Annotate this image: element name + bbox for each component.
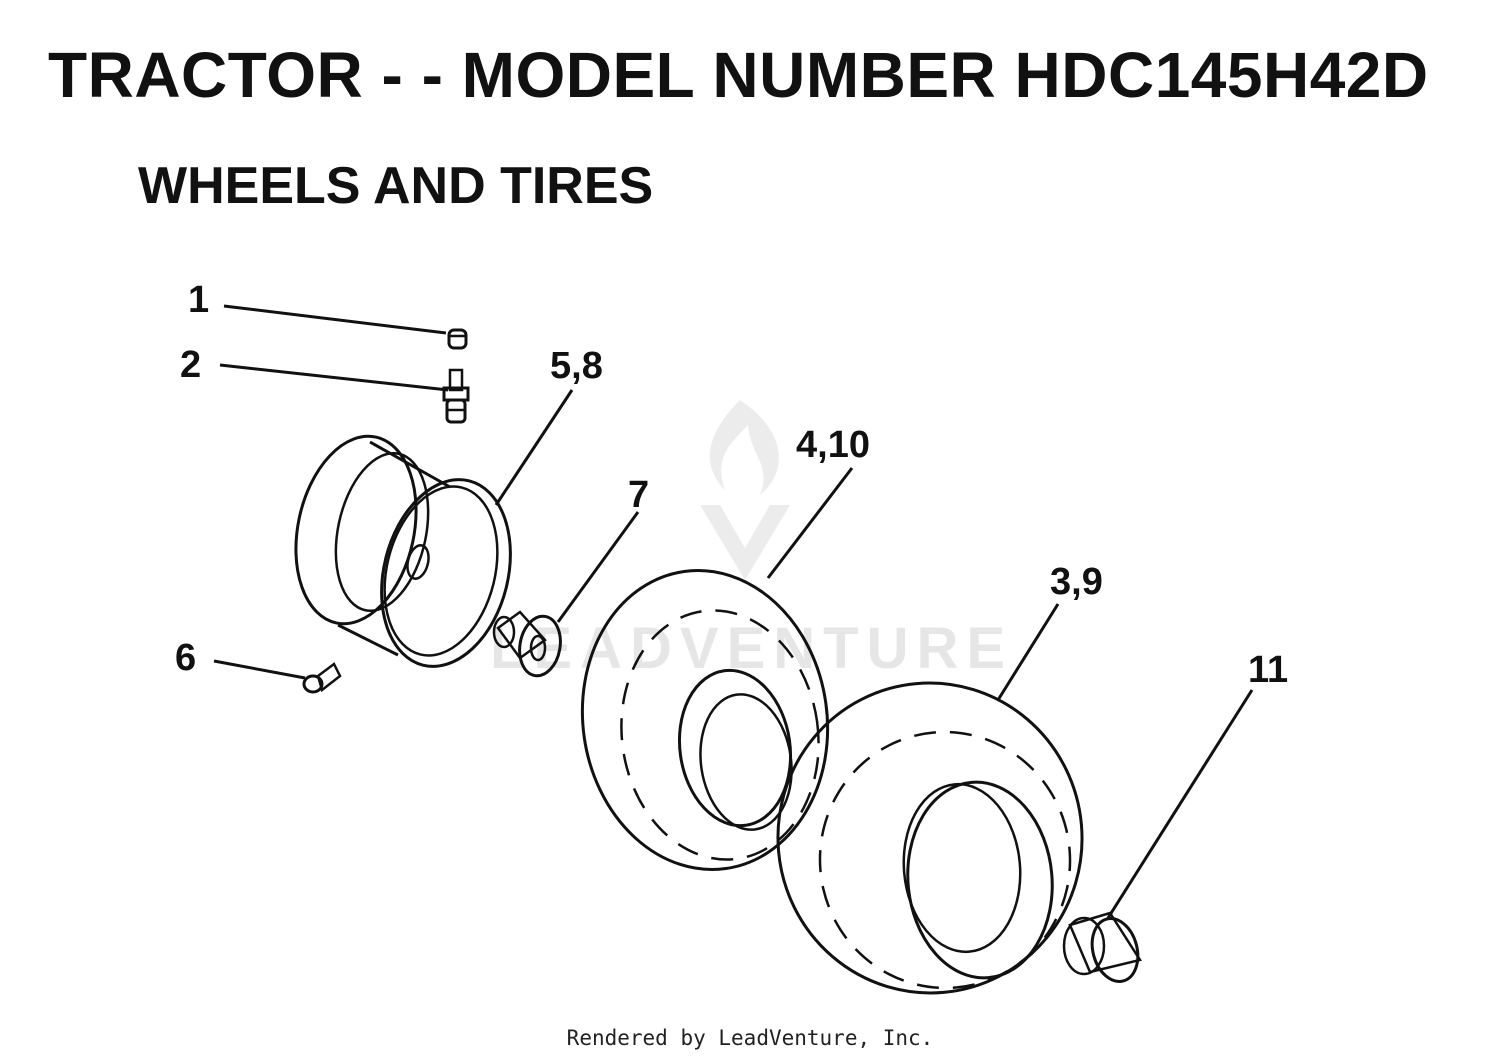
leader-line-11 bbox=[1106, 689, 1254, 919]
callout-2: 2 bbox=[180, 344, 201, 386]
leader-line-5-8 bbox=[494, 389, 574, 506]
leader-lines bbox=[213, 304, 1254, 919]
footer-credit: Rendered by LeadVenture, Inc. bbox=[566, 1026, 934, 1050]
callout-7: 7 bbox=[628, 474, 649, 516]
diagram-title: TRACTOR - - MODEL NUMBER HDC145H42D bbox=[48, 39, 1429, 111]
part-5-8-wheel-rim bbox=[294, 434, 512, 668]
leader-line-1 bbox=[223, 304, 447, 335]
leader-line-2 bbox=[219, 363, 449, 392]
leader-line-7 bbox=[556, 511, 640, 623]
watermark-v-icon bbox=[700, 505, 790, 580]
part-4-10-front-tire bbox=[580, 568, 830, 872]
watermark-flame-icon bbox=[709, 400, 779, 495]
watermark: LEADVENTURE bbox=[490, 400, 1013, 681]
callout-3-9: 3,9 bbox=[1050, 561, 1103, 603]
part-7-spacer bbox=[492, 610, 562, 678]
callout-labels: 1 2 5,8 4,10 7 3,9 6 11 bbox=[175, 279, 1288, 691]
leader-line-4-10 bbox=[766, 467, 854, 579]
part-2-valve-stem bbox=[442, 368, 470, 424]
part-1-valve-cap bbox=[447, 328, 468, 350]
part-6-bolt bbox=[302, 662, 342, 694]
part-11-hub-cap bbox=[1062, 911, 1142, 983]
callout-1: 1 bbox=[188, 279, 209, 321]
part-3-9-rear-tire bbox=[776, 681, 1084, 995]
callout-4-10: 4,10 bbox=[796, 424, 870, 466]
diagram-subtitle: WHEELS AND TIRES bbox=[138, 157, 654, 215]
leader-line-6 bbox=[213, 659, 306, 680]
watermark-text: LEADVENTURE bbox=[490, 616, 1013, 681]
callout-5-8: 5,8 bbox=[550, 345, 603, 387]
callout-11: 11 bbox=[1248, 649, 1288, 691]
leader-line-3-9 bbox=[996, 603, 1060, 701]
callout-6: 6 bbox=[175, 637, 196, 679]
